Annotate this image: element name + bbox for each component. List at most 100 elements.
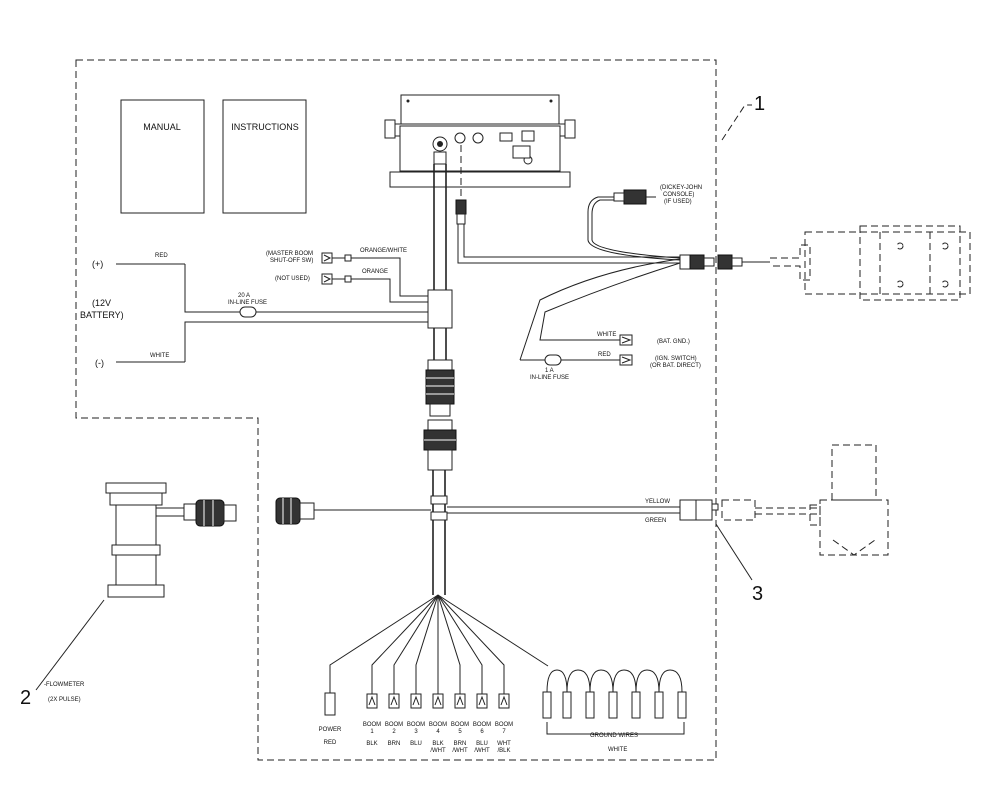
power-lead: POWER RED <box>319 692 342 746</box>
battery-leads: (+) RED 20 A IN-LINE FUSE (12V BATTERY) … <box>80 253 428 368</box>
battery-label-1: BATTERY) <box>80 310 124 320</box>
ground-wires-label: GROUND WIRES <box>590 733 638 739</box>
boom-wire <box>437 594 483 694</box>
battery-label-0: (12V <box>92 298 111 308</box>
dickey-john-label-1: CONSOLE) <box>663 192 694 198</box>
boom-name: BOOM <box>363 722 381 728</box>
callout-2-number: 2 <box>20 687 31 709</box>
flowmeter-label: -FLOWMETER <box>44 682 85 688</box>
right-junction <box>519 254 770 361</box>
ign-switch-0: (IGN. SWITCH) <box>655 356 697 362</box>
console-unit <box>384 94 576 188</box>
boom-name: BOOM <box>495 722 513 728</box>
bat-gnd-label: (BAT. GND.) <box>657 339 690 345</box>
boom-connector-mark <box>412 695 420 706</box>
boom-fanout: BOOM1BLKBOOM2BRNBOOM3BLUBOOM4BLK/WHTBOOM… <box>329 594 513 754</box>
boom-valve-outline <box>770 225 971 301</box>
boom-wire <box>393 594 439 694</box>
power-white-label: WHITE <box>597 332 616 338</box>
boom-connector <box>498 693 510 709</box>
dickey-john-label-0: (DICKEY-JOHN <box>660 185 702 191</box>
battery-white-label: WHITE <box>150 353 169 359</box>
console-aux-plug <box>455 145 690 264</box>
master-wire-color: ORANGE/WHITE <box>360 248 407 254</box>
boom-wire-color: /WHT <box>452 748 468 754</box>
boom-name: BOOM <box>385 722 403 728</box>
flowmeter: -FLOWMETER (2X PULSE) <box>44 482 237 703</box>
ign-switch-1: (OR BAT. DIRECT) <box>650 363 701 369</box>
boom-wire-color: /WHT <box>474 748 490 754</box>
instructions-booklet: INSTRUCTIONS <box>222 99 307 214</box>
speed-sensor-lead: YELLOW GREEN <box>275 497 719 525</box>
boom-wire-color: BLK <box>432 741 443 747</box>
boom-name: 5 <box>458 729 462 735</box>
boom-name: 2 <box>392 729 396 735</box>
dickey-john-connector: (DICKEY-JOHN CONSOLE) (IF USED) <box>587 185 702 261</box>
boom-connector <box>454 693 466 709</box>
main-harness <box>423 151 457 595</box>
not-used-label: (NOT USED) <box>275 276 310 282</box>
boom-connector-mark <box>500 695 508 706</box>
instructions-label: INSTRUCTIONS <box>231 122 299 132</box>
battery-plus: (+) <box>92 259 103 269</box>
manual-label: MANUAL <box>143 122 181 132</box>
callout-3: 3 <box>715 523 763 605</box>
boom-connector <box>388 693 400 709</box>
boom-wire <box>371 594 439 694</box>
boom-wire-color: WHT <box>497 741 511 747</box>
boom-connector-mark <box>434 695 442 706</box>
not-used-wire-color: ORANGE <box>362 269 388 275</box>
power-red-label: RED <box>598 352 611 358</box>
boom-name: 6 <box>480 729 484 735</box>
boom-wire-color: /BLK <box>497 748 510 754</box>
power-lead-name: POWER <box>319 727 342 733</box>
boom-connector <box>476 693 488 709</box>
boom-wire <box>437 594 461 694</box>
ground-wires: GROUND WIRES WHITE <box>437 594 687 753</box>
boom-name: BOOM <box>429 722 447 728</box>
fuse-20a-amps: 20 A <box>238 293 250 299</box>
callout-3-number: 3 <box>752 583 763 605</box>
power-lead-color: RED <box>324 740 337 746</box>
fuse-1a-amps: 1 A <box>545 368 554 374</box>
boom-name: 1 <box>370 729 374 735</box>
master-switch-0: (MASTER BOOM <box>266 251 313 257</box>
boom-wire-color: BRN <box>454 741 467 747</box>
ground-wires-color: WHITE <box>608 747 627 753</box>
battery-minus: (-) <box>95 358 104 368</box>
boom-wire <box>415 594 439 694</box>
boom-connector <box>366 693 378 709</box>
fuse-20a-label: IN-LINE FUSE <box>228 300 267 306</box>
boom-name: BOOM <box>451 722 469 728</box>
boom-connector-mark <box>478 695 486 706</box>
boom-wire-color: BRN <box>388 741 401 747</box>
callout-2: 2 <box>20 599 105 709</box>
boom-connector-mark <box>456 695 464 706</box>
speed-yellow-label: YELLOW <box>645 499 670 505</box>
boom-name: BOOM <box>473 722 491 728</box>
boom-name: 4 <box>436 729 440 735</box>
boom-connector <box>410 693 422 709</box>
boom-wire-color: BLK <box>366 741 377 747</box>
dickey-john-label-2: (IF USED) <box>664 199 692 205</box>
speed-green-label: GREEN <box>645 518 666 524</box>
boom-name: 3 <box>414 729 418 735</box>
boom-wire-color: BLU <box>410 741 422 747</box>
battery-red-label: RED <box>155 253 168 259</box>
kit-boundary <box>75 59 717 761</box>
boom-connector-mark <box>390 695 398 706</box>
boom-connector <box>432 693 444 709</box>
speed-sensor-outline <box>721 444 889 556</box>
boom-wire-color: BLU <box>476 741 488 747</box>
boom-wire <box>437 594 505 694</box>
boom-name: BOOM <box>407 722 425 728</box>
fuse-1a-label: IN-LINE FUSE <box>530 375 569 381</box>
boom-name: 7 <box>502 729 506 735</box>
manual-booklet: MANUAL <box>120 99 205 214</box>
master-switch-1: SHUT-OFF SW) <box>270 258 313 264</box>
boom-wire-color: /WHT <box>430 748 446 754</box>
switch-leads: (MASTER BOOM SHUT-OFF SW) ORANGE/WHITE (… <box>266 248 428 303</box>
flowmeter-pulse: (2X PULSE) <box>48 697 81 703</box>
